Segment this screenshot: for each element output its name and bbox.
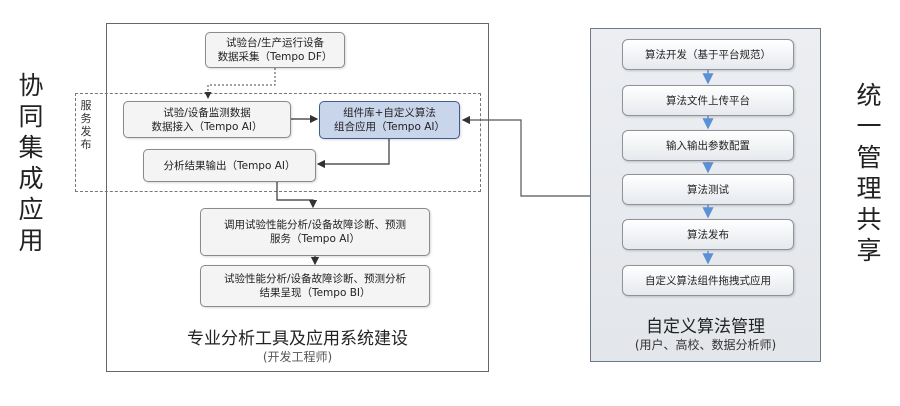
data-ingest-line2: 数据接入（Tempo AI） bbox=[151, 120, 263, 133]
data-collection-node: 试验台/生产运行设备 数据采集（Tempo DF） bbox=[205, 32, 345, 68]
dev-panel-title: 专业分析工具及应用系统建设 bbox=[187, 329, 408, 349]
algo-step-drag-apply: 自定义算法组件拖拽式应用 bbox=[622, 265, 794, 296]
data-ingest-node: 试验/设备监测数据 数据接入（Tempo AI） bbox=[123, 101, 291, 138]
result-output-line1: 分析结果输出（Tempo AI） bbox=[163, 159, 296, 172]
invoke-service-line2: 服务（Tempo AI） bbox=[269, 233, 361, 245]
algo-step-params: 输入输出参数配置 bbox=[622, 130, 794, 161]
collect-to-ingest-connector bbox=[204, 68, 276, 99]
component-library-line2: 组合应用（Tempo AI） bbox=[333, 121, 446, 133]
invoke-service-line1: 调用试验性能分析/设备故障诊断、预测 bbox=[223, 219, 407, 231]
algo-to-lib-connector bbox=[461, 115, 590, 197]
lib-to-output-connector bbox=[316, 139, 390, 169]
algo-panel-subtitle: (用户、高校、数据分析师) bbox=[634, 338, 777, 352]
result-output-node: 分析结果输出（Tempo AI） bbox=[143, 149, 316, 182]
dev-panel-subtitle: (开发工程师) bbox=[262, 350, 333, 364]
dev-panel-frame bbox=[106, 23, 489, 372]
data-collection-line2: 数据采集（Tempo DF） bbox=[217, 51, 333, 63]
result-present-line1: 试验性能分析/设备故障诊断、预测分析 bbox=[223, 273, 407, 285]
algo-step-upload: 算法文件上传平台 bbox=[622, 85, 794, 116]
left-side-label: 协同集成应用 bbox=[18, 71, 44, 255]
result-present-line2: 结果呈现（Tempo BI） bbox=[259, 287, 371, 299]
algo-step-develop: 算法开发（基于平台规范） bbox=[622, 39, 794, 70]
service-publish-label: 服务发布 bbox=[80, 99, 92, 151]
component-library-node: 组件库+自定义算法 组合应用（Tempo AI） bbox=[319, 101, 460, 139]
algo-step-publish: 算法发布 bbox=[622, 219, 794, 250]
right-side-label: 统一管理共享 bbox=[856, 81, 882, 265]
service-publish-dashed-frame bbox=[75, 93, 481, 192]
invoke-service-node: 调用试验性能分析/设备故障诊断、预测 服务（Tempo AI） bbox=[200, 208, 430, 256]
algo-panel-title: 自定义算法管理 bbox=[646, 317, 765, 337]
output-to-invoke-connector bbox=[276, 182, 318, 209]
algo-step-test: 算法测试 bbox=[622, 174, 794, 205]
data-collection-line1: 试验台/生产运行设备 bbox=[225, 37, 325, 49]
result-present-node: 试验性能分析/设备故障诊断、预测分析 结果呈现（Tempo BI） bbox=[200, 265, 430, 307]
component-library-line1: 组件库+自定义算法 bbox=[343, 107, 436, 119]
data-ingest-line1: 试验/设备监测数据 bbox=[163, 106, 251, 119]
